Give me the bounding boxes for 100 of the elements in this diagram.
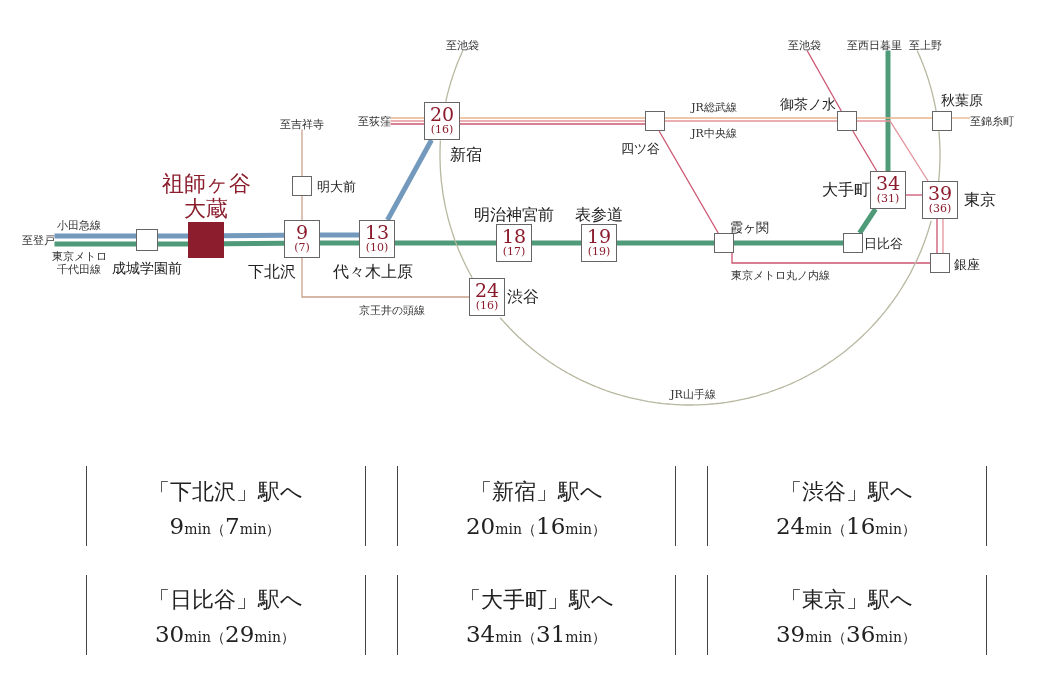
destination-heading: 「下北沢」駅へ (147, 481, 303, 503)
travel-time-number: 39 (927, 184, 953, 204)
rail-line (439, 139, 473, 279)
travel-time-number: 34 (875, 174, 901, 194)
station-name: 銀座 (954, 257, 980, 271)
station-name: 秋葉原 (941, 93, 983, 107)
rail-line (389, 117, 425, 119)
station-time-box (359, 220, 395, 258)
rail-line (905, 194, 923, 196)
station-name: 四ツ谷 (620, 141, 660, 155)
station-name: 表参道 (575, 207, 623, 223)
rail-line (301, 128, 303, 177)
station-box (932, 111, 952, 131)
rail-line (389, 123, 425, 125)
rail-line (617, 240, 714, 246)
rail-line (734, 240, 843, 246)
rail-line (389, 120, 425, 122)
direction-label: 至池袋 (445, 39, 479, 51)
rail-line (942, 218, 944, 254)
travel-time: 20min（16min） (465, 514, 607, 538)
travel-time: 34min（31min） (465, 622, 607, 646)
line-name: 京王井の頭線 (359, 304, 425, 318)
station-box (714, 233, 734, 253)
travel-time-number: 19 (586, 227, 612, 247)
direction-label: 至荻窪 (357, 115, 391, 127)
station-box (292, 176, 312, 196)
rail-line (395, 240, 496, 246)
station-box (843, 233, 863, 253)
rail-line (320, 232, 359, 238)
station-time-box (870, 171, 906, 209)
rail-line (54, 241, 136, 247)
rail-line (532, 240, 581, 246)
rail-line (916, 50, 937, 112)
home-station-name: 祖師ヶ谷大蔵 (160, 170, 252, 222)
station-time-box (424, 102, 460, 140)
station-time-box (581, 224, 617, 262)
station-name: 成城学園前 (112, 261, 182, 275)
destination-heading: 「日比谷」駅へ (147, 589, 303, 611)
travel-time: 30min（29min） (154, 622, 296, 646)
direction-label: 至錦糸町 (970, 115, 1014, 127)
line-name: JR総武線 (691, 101, 737, 115)
rail-line (223, 240, 285, 247)
station-time-box (284, 220, 320, 258)
station-name: 霞ヶ関 (729, 220, 769, 234)
line-name: 東京メトロ千代田線 (50, 249, 108, 277)
rail-line (320, 240, 359, 246)
travel-time-number: 24 (474, 281, 500, 301)
rail-line (951, 117, 971, 119)
station-box (930, 253, 950, 273)
transfer-time-number: (16) (475, 300, 499, 313)
transfer-time-number: (19) (587, 246, 611, 259)
line-name: JR山手線 (670, 388, 716, 402)
rail-line (731, 252, 931, 264)
station-name: 代々木上原 (333, 264, 413, 280)
destination-heading: 「東京」駅へ (779, 589, 913, 611)
rail-line (885, 50, 891, 171)
rail-line (857, 207, 878, 235)
travel-time-number: 20 (429, 105, 455, 125)
rail-line (385, 138, 434, 222)
line-name: 東京メトロ丸ノ内線 (730, 269, 830, 283)
travel-time: 24min（16min） (775, 514, 917, 538)
station-name: 東京 (964, 192, 996, 208)
rail-line (301, 195, 303, 221)
rail-line (856, 117, 933, 119)
station-name: 明治神宮前 (474, 207, 554, 223)
rail-line (664, 120, 838, 122)
travel-time-number: 18 (501, 227, 527, 247)
transfer-time-number: (17) (502, 246, 526, 259)
station-name: 新宿 (450, 147, 482, 163)
station-name: 大手町 (822, 182, 870, 198)
station-box (136, 229, 158, 251)
transfer-time-number: (36) (928, 203, 952, 216)
rail-line (223, 232, 285, 239)
direction-label: 至西日暮里 (846, 39, 902, 51)
rail-line (499, 220, 932, 406)
direction-label: 至吉祥寺 (280, 118, 324, 130)
rail-line (158, 233, 188, 239)
travel-time: 39min（36min） (775, 622, 917, 646)
travel-time-number: 9 (295, 223, 309, 243)
rail-line (856, 120, 929, 182)
rail-line (806, 49, 842, 112)
transfer-time-number: (31) (876, 193, 900, 206)
destination-heading: 「渋谷」駅へ (779, 481, 913, 503)
transfer-time-number: (7) (294, 242, 310, 255)
station-name: 下北沢 (248, 264, 296, 280)
station-time-box (922, 181, 958, 219)
direction-label: 至登戸 (21, 234, 55, 246)
rail-line (936, 218, 938, 254)
station-time-box (496, 224, 532, 262)
rail-line (852, 130, 878, 172)
rail-line (445, 49, 464, 103)
line-name: JR中央線 (691, 127, 737, 141)
rail-line (459, 117, 646, 119)
travel-time: 9min（7min） (169, 514, 281, 538)
station-name: 明大前 (316, 179, 356, 193)
rail-line (54, 233, 136, 239)
rail-line (158, 241, 188, 247)
destination-heading: 「大手町」駅へ (458, 589, 614, 611)
station-time-box (469, 278, 505, 316)
rail-line (658, 130, 719, 234)
